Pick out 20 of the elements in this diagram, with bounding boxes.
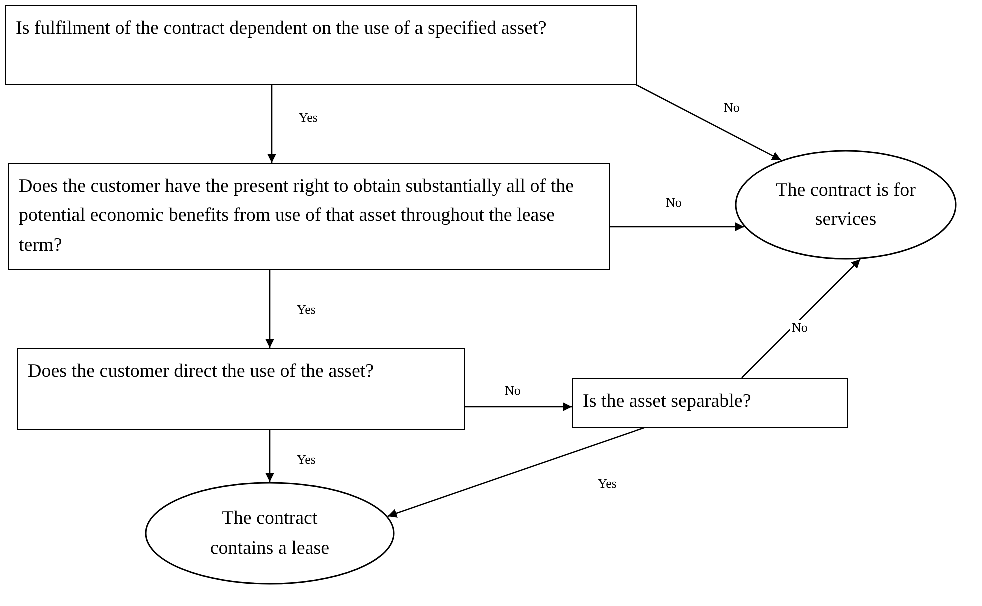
arrow — [636, 84, 782, 161]
node-text: The contract contains a lease — [209, 507, 331, 560]
arrow — [266, 270, 274, 348]
arrow — [268, 85, 276, 163]
node-text: Is fulfilment of the contract dependent on the use of a specified asset? — [16, 17, 547, 41]
node-text: Does the customer have the present right to obtain substantially all of the potential economic benefits from use of that asset throughout the lease term? — [19, 175, 576, 258]
outcome-ellipse — [735, 150, 957, 260]
arrow — [388, 427, 645, 518]
node-text: The contract is for services — [775, 178, 917, 232]
arrow — [266, 430, 274, 482]
arrow — [742, 259, 861, 378]
arrow — [465, 402, 572, 412]
question-box — [8, 163, 610, 270]
node-text: Is the asset separable? — [583, 390, 752, 414]
outcome-ellipse — [145, 482, 395, 585]
question-box — [572, 378, 848, 428]
node-text: Does the customer direct the use of the asset? — [28, 360, 374, 384]
question-box — [5, 5, 637, 85]
arrow — [610, 222, 744, 232]
question-box — [17, 348, 465, 430]
